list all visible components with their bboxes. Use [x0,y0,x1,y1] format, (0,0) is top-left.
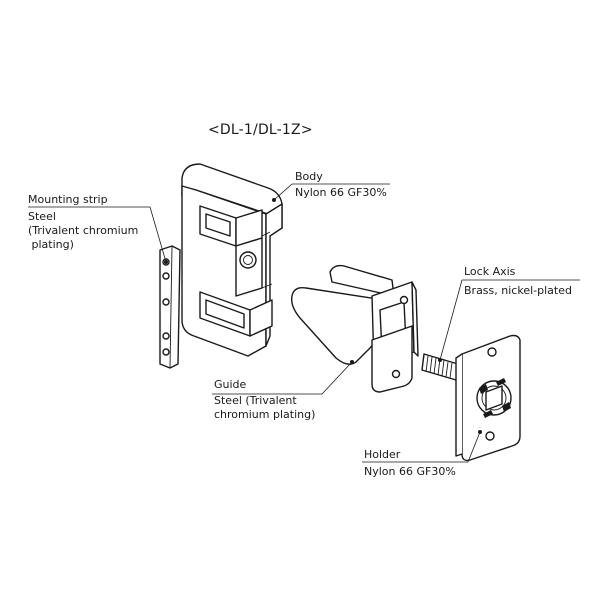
mounting-strip-material-line3: plating) [28,238,74,251]
holder-material: Nylon 66 GF30% [364,465,456,478]
lock-axis-material: Brass, nickel-plated [464,284,572,297]
holder-label: Holder [364,448,401,461]
body-material: Nylon 66 GF30% [295,186,387,199]
mounting-strip-part [159,245,181,369]
guide-material-line1: Steel (Trivalent [214,394,297,407]
page-title: <DL-1/DL-1Z> [208,122,313,138]
body-label: Body [295,170,323,183]
guide-material-line2: chromium plating) [214,408,316,421]
guide-label: Guide [214,378,247,391]
guide-part [290,264,419,393]
holder-part [455,334,521,462]
lock-axis-label: Lock Axis [464,265,516,278]
mounting-strip-label: Mounting strip [28,193,108,206]
body-part [181,163,283,357]
mounting-strip-material-line2: (Trivalent chromium [28,224,139,237]
mounting-strip-material-line1: Steel [28,210,56,223]
